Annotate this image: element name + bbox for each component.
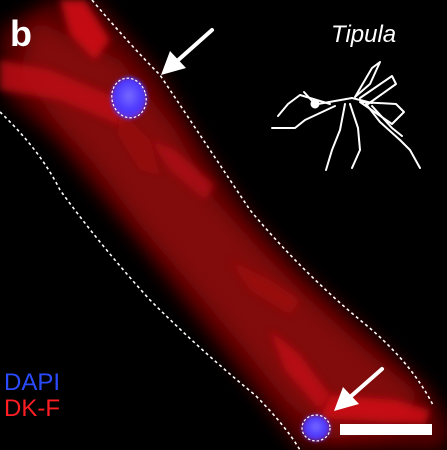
legend-dkf-label: DK-F bbox=[4, 395, 60, 422]
panel-label: b bbox=[10, 13, 32, 54]
arrow-icon bbox=[334, 367, 384, 411]
species-label: Tipula bbox=[331, 21, 397, 48]
channel-legend: DAPI DK-F bbox=[4, 370, 60, 422]
scale-bar bbox=[340, 424, 432, 435]
arrow-icon bbox=[161, 28, 214, 75]
dapi-nuclei bbox=[111, 77, 331, 442]
insect-silhouette-icon bbox=[271, 61, 421, 171]
cell-outline bbox=[0, 0, 434, 450]
legend-dapi-label: DAPI bbox=[4, 369, 61, 396]
